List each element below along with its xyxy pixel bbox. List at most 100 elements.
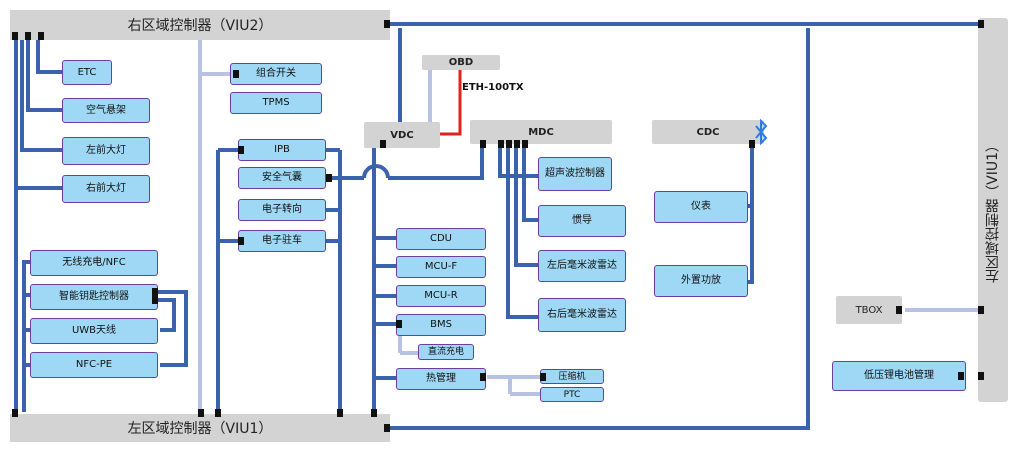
node-label: 右前大灯 bbox=[86, 183, 126, 194]
node-rear-left-mmwave-radar: 左后毫米波雷达 bbox=[538, 250, 626, 282]
connector-port bbox=[371, 409, 377, 417]
connector-port bbox=[978, 306, 984, 314]
node-label: 直流充电 bbox=[427, 347, 464, 357]
viu1-controller-label: 左区域控制器（VIU1） bbox=[127, 421, 273, 437]
connector-port bbox=[198, 409, 204, 417]
viu2-controller-label: 右区域控制器（VIU2） bbox=[127, 18, 273, 34]
node-label: 左后毫米波雷达 bbox=[547, 260, 617, 271]
node-rear-right-mmwave-radar: 右后毫米波雷达 bbox=[538, 298, 626, 332]
connector-port bbox=[326, 174, 332, 182]
connector-port bbox=[498, 140, 504, 148]
mdc-label: MDC bbox=[528, 126, 554, 138]
cdc-label: CDC bbox=[696, 126, 720, 138]
connector-port bbox=[522, 140, 528, 148]
node-label: 低压锂电池管理 bbox=[864, 370, 934, 381]
connector-port bbox=[25, 32, 31, 40]
connector-port bbox=[749, 140, 755, 148]
vdc-box: VDC bbox=[364, 122, 440, 148]
viu1-right-controller-bar: 左区域控制器（VIU1） bbox=[978, 18, 1008, 402]
node-ptc: PTC bbox=[540, 387, 604, 402]
connector-port bbox=[480, 373, 486, 381]
node-label: UWB天线 bbox=[71, 325, 117, 336]
node-mcu-r: MCU-R bbox=[396, 285, 486, 307]
node-smart-key-controller: 智能钥匙控制器 bbox=[30, 284, 158, 310]
node-nfc-pe: NFC-PE bbox=[30, 352, 158, 378]
node-tpms: TPMS bbox=[230, 92, 322, 114]
viu2-controller-bar: 右区域控制器（VIU2） bbox=[10, 10, 390, 40]
connector-port bbox=[978, 20, 984, 28]
node-label: CDU bbox=[429, 233, 452, 244]
node-right-headlight: 右前大灯 bbox=[62, 175, 150, 203]
obd-box: OBD bbox=[422, 55, 500, 70]
node-label: 惯导 bbox=[572, 215, 592, 226]
node-instrument-cluster: 仪表 bbox=[654, 191, 748, 223]
connector-port bbox=[384, 20, 390, 28]
connector-port bbox=[896, 306, 902, 314]
node-label: 电子驻车 bbox=[262, 235, 302, 246]
node-wireless-charging: 无线充电/NFC bbox=[30, 250, 158, 276]
connector-port bbox=[337, 409, 343, 417]
node-dc-charging: 直流充电 bbox=[418, 344, 474, 360]
node-label: 智能钥匙控制器 bbox=[59, 291, 129, 302]
cdc-box: CDC bbox=[652, 118, 768, 146]
viu1-controller-bar: 左区域控制器（VIU1） bbox=[10, 414, 390, 442]
node-label: 无线充电/NFC bbox=[62, 257, 126, 268]
node-mcu-f: MCU-F bbox=[396, 256, 486, 278]
node-label: 空气悬架 bbox=[86, 104, 126, 116]
node-label: 安全气囊 bbox=[262, 172, 302, 183]
node-left-headlight: 左前大灯 bbox=[62, 137, 150, 165]
connector-port bbox=[480, 140, 486, 148]
node-ipb: IPB bbox=[238, 139, 326, 161]
node-inertial-navigation: 惯导 bbox=[538, 205, 626, 237]
node-air-suspension: 空气悬架 bbox=[62, 98, 150, 123]
node-label: 外置功放 bbox=[681, 275, 721, 286]
node-label: 热管理 bbox=[426, 373, 456, 384]
node-label: MCU-R bbox=[424, 290, 458, 301]
tbox-label: TBOX bbox=[855, 304, 883, 316]
connector-port bbox=[152, 296, 158, 304]
bluetooth-icon bbox=[755, 118, 768, 146]
ethernet-link-label: ETH-100TX bbox=[462, 82, 524, 93]
node-label: IPB bbox=[274, 144, 290, 155]
node-label: 组合开关 bbox=[256, 68, 296, 79]
connector-port bbox=[506, 140, 512, 148]
connector-port bbox=[233, 70, 239, 78]
node-label: NFC-PE bbox=[75, 359, 113, 370]
node-label: 压缩机 bbox=[558, 371, 586, 382]
node-label: TPMS bbox=[262, 97, 290, 108]
node-uwb-antenna: UWB天线 bbox=[30, 318, 158, 344]
connector-port bbox=[152, 288, 158, 296]
connector-port bbox=[396, 320, 402, 328]
connector-port bbox=[514, 140, 520, 148]
connector-port bbox=[238, 146, 244, 154]
node-cdu: CDU bbox=[396, 228, 486, 250]
connector-port bbox=[384, 424, 390, 432]
connector-port bbox=[958, 372, 964, 380]
connector-port bbox=[380, 140, 386, 148]
connector-port bbox=[540, 373, 546, 381]
node-etc: ETC bbox=[62, 60, 112, 85]
connector-port bbox=[12, 409, 18, 417]
node-bms: BMS bbox=[396, 314, 486, 336]
node-label: BMS bbox=[430, 319, 452, 330]
connector-port bbox=[12, 32, 18, 40]
node-electric-steering: 电子转向 bbox=[238, 199, 326, 221]
node-airbag: 安全气囊 bbox=[238, 167, 326, 189]
node-label: MCU-F bbox=[424, 261, 458, 272]
connector-port bbox=[238, 237, 244, 245]
node-combination-switch: 组合开关 bbox=[230, 63, 322, 85]
tbox-box: TBOX bbox=[836, 296, 902, 324]
node-label: 右后毫米波雷达 bbox=[547, 309, 617, 320]
viu1-right-controller-label: 左区域控制器（VIU1） bbox=[985, 137, 1001, 283]
obd-label: OBD bbox=[448, 57, 474, 68]
node-label: 超声波控制器 bbox=[545, 168, 605, 179]
node-label: ETC bbox=[77, 66, 97, 78]
connector-port bbox=[215, 409, 221, 417]
connector-port bbox=[978, 372, 984, 380]
node-compressor: 压缩机 bbox=[540, 369, 604, 384]
node-ultrasonic-controller: 超声波控制器 bbox=[538, 157, 612, 191]
node-electric-parking: 电子驻车 bbox=[238, 230, 326, 252]
node-label: PTC bbox=[563, 389, 581, 400]
vdc-label: VDC bbox=[390, 129, 414, 141]
node-thermal-management: 热管理 bbox=[396, 368, 486, 390]
